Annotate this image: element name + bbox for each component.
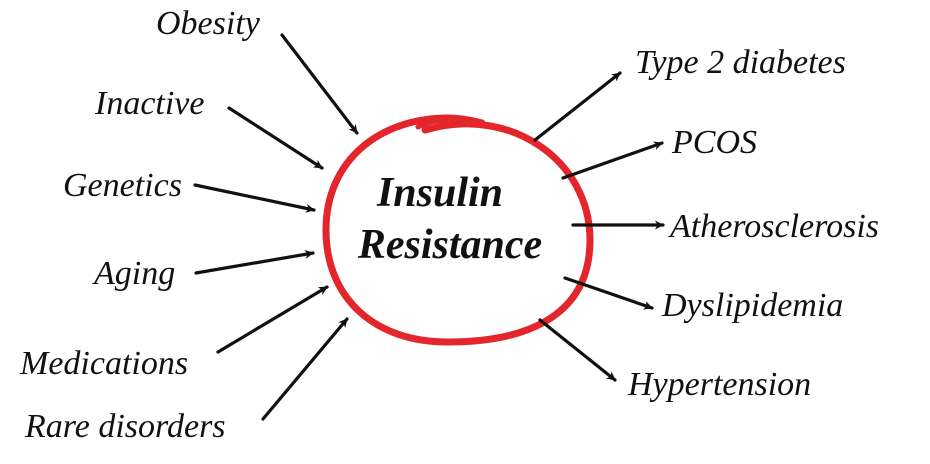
arrow-pcos <box>561 141 664 180</box>
arrow-genetics <box>193 183 316 213</box>
cause-label-rare-disorders: Rare disorders <box>24 408 226 445</box>
center-ring <box>322 114 594 346</box>
cause-label-obesity: Obesity <box>156 5 261 42</box>
arrow-hypertension <box>538 318 617 382</box>
effect-label-atherosclerosis: Atherosclerosis <box>668 208 879 245</box>
effect-label-hypertension: Hypertension <box>627 366 811 403</box>
center-title-line2: Resistance <box>357 222 542 268</box>
arrow-obesity <box>280 33 359 135</box>
arrow-rare-disorders <box>261 317 349 421</box>
cause-label-medications: Medications <box>19 345 188 382</box>
center-title-line1: Insulin <box>376 170 503 216</box>
effect-label-type-2-diabetes: Type 2 diabetes <box>635 44 846 81</box>
cause-label-inactive: Inactive <box>94 85 205 122</box>
arrow-inactive <box>227 106 324 170</box>
effect-label-dyslipidemia: Dyslipidemia <box>661 287 843 324</box>
cause-label-aging: Aging <box>92 255 175 292</box>
effect-label-pcos: PCOS <box>671 124 757 161</box>
arrow-aging <box>194 249 315 275</box>
center-ring-tail <box>415 117 450 130</box>
effect-arrows <box>533 71 665 382</box>
cause-arrows <box>193 33 359 421</box>
arrow-type-2-diabetes <box>533 71 622 142</box>
center-circle <box>322 114 594 346</box>
cause-label-genetics: Genetics <box>63 167 182 204</box>
arrow-dyslipidemia <box>563 276 654 310</box>
arrow-medications <box>216 285 329 354</box>
